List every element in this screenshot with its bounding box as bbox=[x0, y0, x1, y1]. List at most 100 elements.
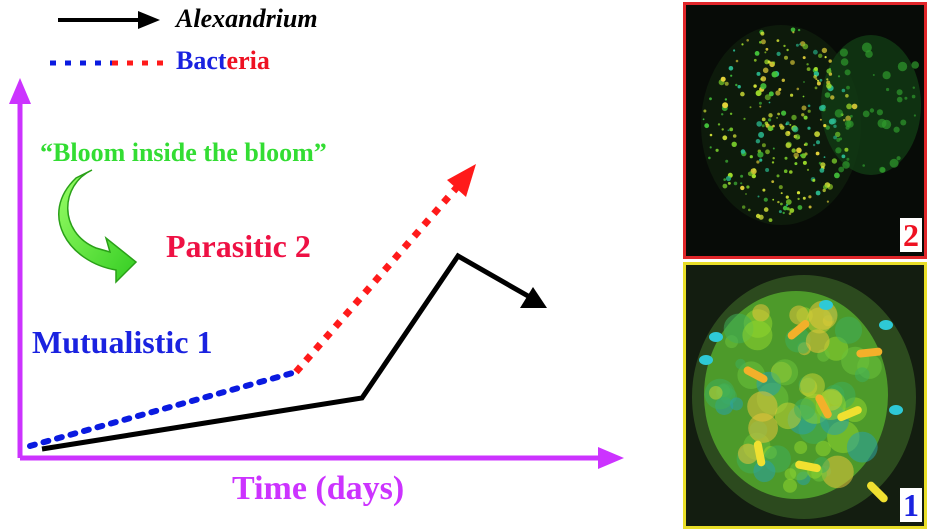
bacteria-dot bbox=[802, 95, 805, 98]
bacteria-dot bbox=[790, 93, 794, 97]
bacteria-dot bbox=[846, 85, 850, 90]
bacteria-dot bbox=[772, 147, 775, 150]
bacteria-dot bbox=[824, 56, 827, 59]
bacteria-dot bbox=[720, 76, 726, 82]
bacteria-dot bbox=[840, 58, 849, 66]
bacteria-dot bbox=[846, 157, 850, 161]
bacteria-cyan bbox=[819, 300, 833, 310]
bacteria-dot bbox=[789, 208, 795, 213]
bacteria-dot bbox=[730, 74, 733, 77]
bacteria-dot bbox=[780, 192, 783, 195]
bacteria-dot bbox=[778, 210, 782, 214]
bacteria-dot bbox=[762, 188, 766, 192]
bacteria-dot bbox=[789, 170, 793, 174]
bacteria-dot bbox=[728, 66, 734, 71]
bacteria-dot bbox=[757, 195, 760, 198]
bacteria-dot bbox=[821, 47, 828, 54]
bacteria-dot bbox=[896, 96, 903, 103]
bacteria-dot bbox=[807, 109, 811, 113]
bacteria-dot bbox=[777, 200, 780, 204]
bacteria-dot bbox=[740, 182, 743, 185]
bacteria-dot bbox=[889, 158, 899, 168]
cell-structure bbox=[783, 478, 797, 493]
bacteria-dot bbox=[776, 117, 778, 119]
bacteria-dot bbox=[790, 27, 796, 33]
bacteria-dot bbox=[830, 95, 835, 100]
bacteria-dot bbox=[839, 48, 848, 57]
cell-structure bbox=[747, 391, 778, 422]
bacteria-dot bbox=[743, 117, 746, 120]
cell-structure bbox=[730, 397, 743, 411]
bacteria-dot bbox=[819, 168, 825, 173]
bacteria-dot bbox=[794, 134, 801, 140]
bacteria-dot bbox=[749, 106, 752, 109]
bacteria-dot bbox=[841, 154, 846, 159]
bacteria-dot bbox=[793, 152, 799, 158]
bacteria-dot bbox=[826, 200, 829, 203]
bacteria-dot bbox=[845, 94, 849, 98]
cell-structure bbox=[789, 305, 809, 325]
bacteria-dot bbox=[772, 124, 775, 128]
bacteria-dot bbox=[893, 126, 900, 133]
bacteria-dot bbox=[745, 193, 747, 195]
legend-bacteria-label-blue: Bact bbox=[176, 46, 227, 75]
bacteria-dot bbox=[740, 174, 744, 178]
bacteria-dot bbox=[783, 169, 788, 173]
bacteria-dot bbox=[831, 158, 838, 164]
bacteria-dot bbox=[806, 63, 809, 66]
bacteria-dot bbox=[761, 124, 765, 128]
bacteria-dot bbox=[812, 143, 816, 147]
bacteria-dot bbox=[792, 31, 795, 34]
bacteria-cyan bbox=[879, 320, 893, 330]
bacteria-dot bbox=[748, 208, 751, 212]
bacteria-dot bbox=[785, 142, 792, 149]
bacteria-dot bbox=[768, 118, 772, 122]
bacteria-dot bbox=[828, 59, 832, 63]
bacteria-dot bbox=[722, 102, 729, 109]
bacteria-dot bbox=[802, 160, 807, 165]
bacteria-dot bbox=[760, 76, 767, 82]
bacteria-dot bbox=[776, 39, 780, 42]
bacteria-dot bbox=[823, 156, 826, 159]
bacteria-dot bbox=[740, 91, 745, 97]
bacteria-dot bbox=[759, 105, 762, 108]
bacteria-dot bbox=[896, 89, 903, 96]
bacteria-dot bbox=[912, 86, 915, 89]
bacteria-dot bbox=[761, 117, 766, 122]
bacteria-dot bbox=[702, 118, 705, 121]
bacteria-dot bbox=[756, 121, 762, 127]
cell-structure bbox=[824, 336, 849, 361]
bacteria-dot bbox=[775, 90, 781, 96]
bacteria-dot bbox=[786, 48, 789, 52]
bacteria-dot bbox=[776, 174, 780, 178]
bacteria-dot bbox=[896, 156, 901, 161]
bacteria-dot bbox=[708, 156, 711, 160]
bacteria-dot bbox=[822, 188, 826, 193]
bacteria-dot bbox=[782, 211, 785, 215]
bacteria-dot bbox=[797, 197, 800, 201]
bacteria-dot bbox=[911, 61, 919, 69]
bacteria-dot bbox=[790, 60, 795, 65]
bacteria-dot bbox=[807, 126, 811, 130]
bacteria-dot bbox=[803, 144, 806, 146]
bacteria-dot bbox=[802, 43, 809, 50]
y-axis bbox=[9, 78, 31, 458]
bacteria-dot bbox=[784, 156, 788, 160]
cell-structure bbox=[834, 316, 863, 344]
bacteria-dot bbox=[735, 83, 738, 87]
bacteria-dot bbox=[825, 125, 830, 130]
cell-structure bbox=[753, 460, 776, 483]
bacteria-dot bbox=[913, 114, 916, 117]
bacteria-dot bbox=[709, 133, 713, 137]
bacteria-dot bbox=[845, 125, 850, 130]
bacteria-dot bbox=[800, 153, 806, 159]
bacteria-dot bbox=[740, 185, 745, 191]
bacteria-rod bbox=[787, 319, 810, 340]
bacteria-dot bbox=[767, 60, 771, 64]
cell-structure bbox=[742, 320, 773, 351]
bacteria-dot bbox=[785, 195, 789, 199]
bacteria-dot bbox=[771, 128, 774, 131]
bacteria-dot bbox=[777, 112, 780, 116]
bacteria-dot bbox=[709, 97, 712, 101]
bacteria-dot bbox=[762, 67, 769, 74]
